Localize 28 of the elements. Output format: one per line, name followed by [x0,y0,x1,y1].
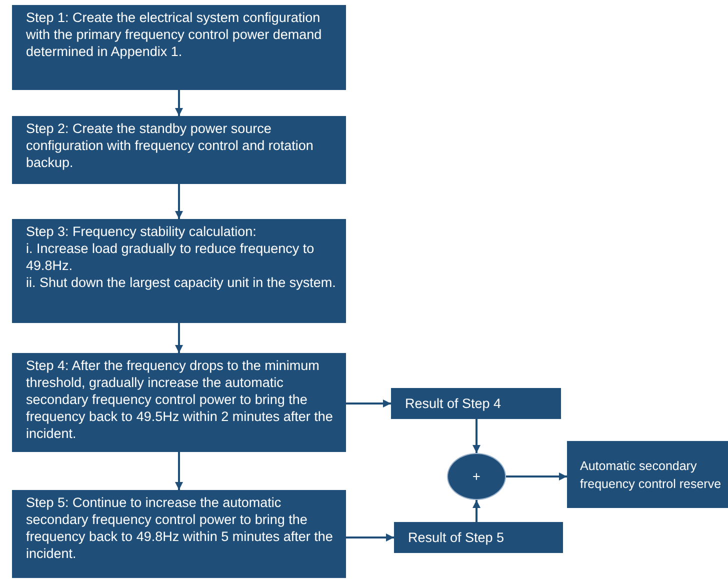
box-text: Step 5: Continue to increase the automatic secondary frequency control power to bring the frequency back to 49.8Hz within 5 minutes after the incident. [26,494,334,562]
plus-sign: + [472,468,480,485]
box-text: i. Increase load gradually to reduce frequency to 49.8Hz. [26,240,316,274]
box-text: ii. Shut down the largest capacity unit in the system. [26,274,336,291]
box-text: Result of Step 4 [405,395,502,412]
output-box [567,441,728,508]
box-text: Step 3: Frequency stability calculation: [26,223,256,240]
arrow [472,500,480,522]
arrow [175,184,183,219]
box-text: Step 1: Create the electrical system configuration with the primary frequency control power demand determined in Appendix 1. [26,9,323,60]
process-box [12,353,346,452]
box-text: Step 4: After the frequency drops to the minimum threshold, gradually increase the automatic secondary frequency control power to bring the frequency back to 49.5Hz within 2 minutes after the incident. [26,357,334,442]
arrow [506,472,567,480]
process-box [12,219,346,323]
result-box [394,522,563,553]
arrow [346,534,394,542]
arrow [175,452,183,490]
arrow [346,400,391,408]
process-box [12,5,346,90]
process-box [12,116,346,184]
box-text: Step 2: Create the standby power source configuration with frequency control and rotation backup. [26,120,314,171]
result-box [391,388,561,419]
arrow [472,419,480,453]
box-text: Result of Step 5 [408,529,504,546]
arrow [175,90,183,116]
box-text: Automatic secondary frequency control reserve [580,458,722,492]
process-box [12,490,346,578]
arrow [175,323,183,353]
